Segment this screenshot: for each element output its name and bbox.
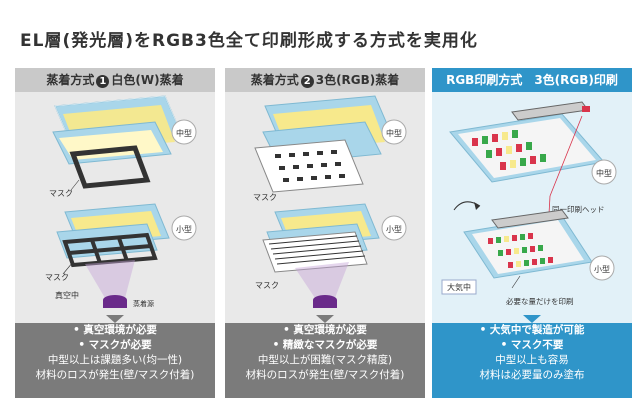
medium-label: 中型 xyxy=(176,128,192,138)
air-label: 大気中 xyxy=(447,282,471,292)
small-panel xyxy=(262,203,380,273)
method-type: 3色(RGB)蒸着 xyxy=(315,73,400,87)
rgb-evaporation-illustration: 中型 マスク 小型 マスク xyxy=(253,95,407,308)
note-3: 中型以上は課題多い(均一性) xyxy=(47,354,183,366)
notes-box: • 真空環境が必要 • 精緻なマスクが必要 中型以上が困難(マスク精度) 材料の… xyxy=(225,323,425,398)
note-2: • 精緻なマスクが必要 xyxy=(272,339,378,351)
note-3: 中型以上も容易 xyxy=(495,354,569,366)
only-needed-label: 必要な量だけを印刷 xyxy=(506,296,574,306)
mask-label-small: マスク xyxy=(255,281,279,290)
method-label: 蒸着方式 xyxy=(46,73,95,87)
panel-header: RGB印刷方式 3色(RGB)印刷 xyxy=(432,68,632,92)
rgb-printing-illustration: 中型 同一印刷ヘッド 小型 大気中 必要な量だけを印刷 xyxy=(441,101,617,306)
medium-panel xyxy=(254,95,394,193)
notes-box: • 真空環境が必要 • マスクが必要 中型以上は課題多い(均一性) 材料のロスが… xyxy=(15,323,215,398)
method-type: 白色(W)蒸着 xyxy=(111,73,184,87)
down-arrow xyxy=(316,315,334,323)
method-number: 1 xyxy=(96,75,110,88)
medium-badge xyxy=(381,119,407,145)
notes-box: • 大気中で製造が可能 • マスク不要 中型以上も容易 材料は必要量のみ塗布 xyxy=(432,323,632,398)
white-evaporation-illustration: 中型 マスク 小型 マスク 真空中 蒸着源 xyxy=(45,95,197,308)
page-title: EL層(発光層)をRGB3色全て印刷形成する方式を実用化 xyxy=(20,31,478,51)
medium-label: 中型 xyxy=(386,128,402,138)
air-box xyxy=(441,279,477,295)
note-4: 材料のロスが発生(壁/マスク付着) xyxy=(35,369,195,381)
medium-panel xyxy=(52,95,184,189)
medium-panel xyxy=(449,101,605,183)
vapor-cone xyxy=(295,262,349,298)
note-2: • マスクが必要 xyxy=(78,339,152,351)
small-label: 小型 xyxy=(594,265,610,274)
small-panel xyxy=(463,209,593,279)
down-arrow xyxy=(523,315,541,323)
small-label: 小型 xyxy=(386,225,402,234)
mask-label-medium: マスク xyxy=(253,193,277,202)
method-number: 2 xyxy=(300,75,314,88)
note-1: • 真空環境が必要 xyxy=(283,324,367,336)
mask-label-small: マスク xyxy=(45,273,69,282)
note-1: • 大気中で製造が可能 xyxy=(479,324,585,336)
method-label: 蒸着方式 xyxy=(250,73,299,87)
small-badge xyxy=(589,255,615,281)
panel-rgb-printing: RGB印刷方式 3色(RGB)印刷 中型 同一印刷ヘッド xyxy=(432,68,632,398)
medium-badge xyxy=(171,119,197,145)
note-4: 材料は必要量のみ塗布 xyxy=(479,369,585,381)
small-label: 小型 xyxy=(176,225,192,234)
medium-badge xyxy=(591,159,617,185)
vacuum-label: 真空中 xyxy=(55,290,79,300)
vapor-cone xyxy=(85,260,135,298)
medium-label: 中型 xyxy=(596,168,612,178)
down-arrow xyxy=(106,315,124,323)
print-head-label: 同一印刷ヘッド xyxy=(552,205,605,214)
small-badge xyxy=(171,215,197,241)
note-1: • 真空環境が必要 xyxy=(73,324,157,336)
note-4: 材料のロスが発生(壁/マスク付着) xyxy=(245,369,405,381)
note-3: 中型以上が困難(マスク精度) xyxy=(257,354,393,366)
small-panel xyxy=(56,203,170,268)
small-badge xyxy=(381,215,407,241)
note-2: • マスク不要 xyxy=(500,339,564,351)
mask-label-medium: マスク xyxy=(49,189,73,198)
source-label: 蒸着源 xyxy=(133,299,154,308)
